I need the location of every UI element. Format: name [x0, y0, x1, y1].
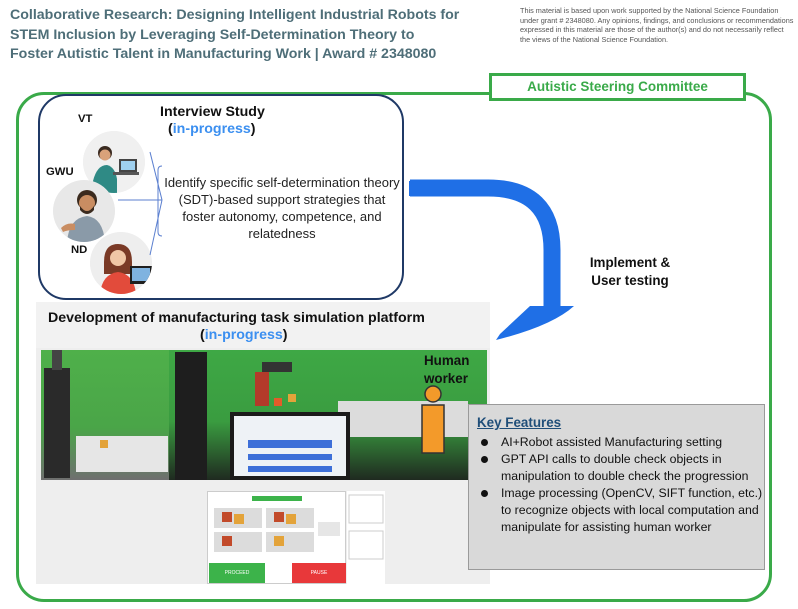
interviewee-laptop-avatar-icon [83, 131, 145, 193]
human-line-1: Human [424, 353, 470, 368]
pause-button[interactable]: PAUSE [292, 563, 346, 583]
implement-line-1: Implement & [589, 255, 671, 270]
human-worker-icon [421, 385, 445, 454]
monitor-display [230, 412, 350, 480]
monitor-ui-icon [234, 416, 346, 476]
title-line-3: Foster Autistic Talent in Manufacturing … [10, 46, 437, 62]
dev-status-open-paren: ( [200, 327, 205, 343]
development-title: Development of manufacturing task simula… [48, 310, 425, 326]
dev-status-close-paren: ) [282, 327, 288, 343]
key-features-box [468, 404, 765, 570]
site-label-gwu: GWU [46, 166, 74, 178]
title-line-1: Collaborative Research: Designing Intell… [10, 7, 460, 23]
interviewee-woman-avatar-icon [90, 232, 152, 294]
interviewee-man-avatar-icon [53, 180, 115, 242]
site-label-vt: VT [78, 113, 93, 125]
human-line-2: worker [424, 371, 468, 386]
status-close-paren: ) [250, 121, 256, 137]
sdt-strategy-description: Identify specific self-determination the… [164, 175, 400, 241]
implement-line-2: User testing [591, 273, 669, 288]
interview-study-title: Interview Study [160, 104, 265, 120]
feature-item: Image processing (OpenCV, SIFT function,… [477, 485, 763, 536]
interview-study-status: (in-progress) [168, 121, 256, 137]
poster-title: Collaborative Research: Designing Intell… [10, 6, 510, 65]
task-ui-side-panel [347, 491, 385, 584]
feature-item: GPT API calls to double check objects in… [477, 451, 763, 485]
nsf-disclaimer: This material is based upon work support… [520, 6, 794, 44]
key-features-list: AI+Robot assisted Manufacturing setting … [477, 434, 763, 536]
task-ui-thumbnail-icon [214, 496, 340, 552]
key-features-title: Key Features [477, 415, 562, 430]
steering-committee-label: Autistic Steering Committee [489, 73, 746, 101]
steering-committee-frame [16, 92, 772, 602]
dev-status-in-progress: in-progress [204, 327, 283, 343]
feature-item: AI+Robot assisted Manufacturing setting [477, 434, 763, 451]
development-status: (in-progress) [200, 327, 288, 343]
workstation-table [338, 401, 468, 437]
lab-table [76, 436, 168, 472]
proceed-button[interactable]: PROCEED [209, 563, 265, 583]
status-open-paren: ( [168, 121, 173, 137]
status-in-progress: in-progress [172, 121, 251, 137]
development-header-background [36, 302, 490, 348]
human-worker-label: Human worker [424, 352, 469, 388]
side-panel-icon [348, 494, 384, 560]
site-label-nd: ND [71, 244, 88, 256]
title-line-2: STEM Inclusion by Leveraging Self-Determ… [10, 26, 415, 43]
implement-testing-label: Implement & User testing [560, 254, 700, 290]
